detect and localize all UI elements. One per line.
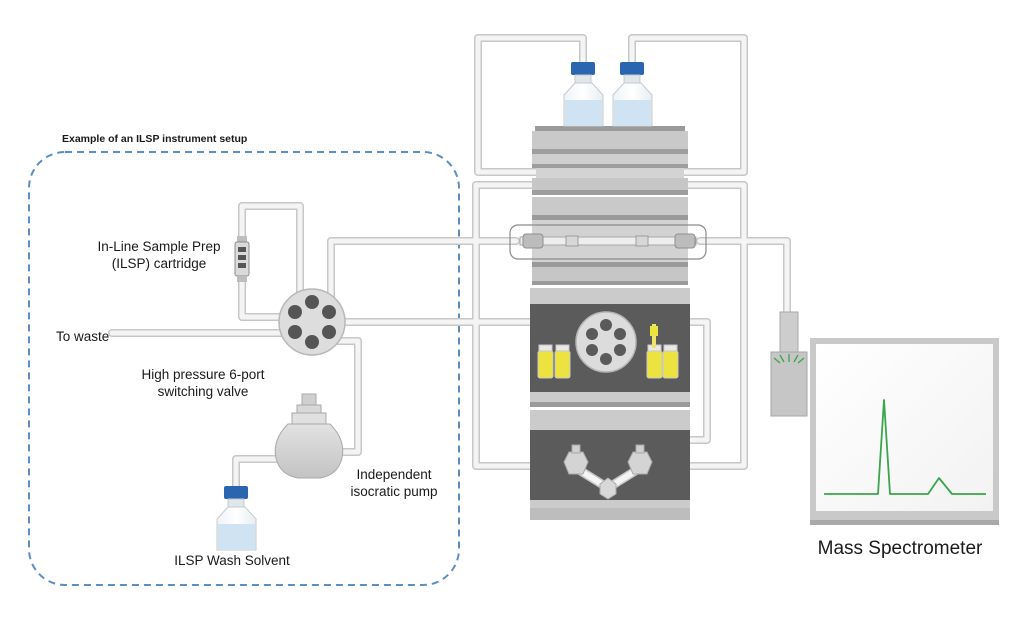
- ilsp-setup-region: [28, 151, 460, 586]
- solvent-bottle-icon: [216, 486, 257, 551]
- tube-wash-to-pump: [232, 455, 281, 494]
- cartridge-label: In-Line Sample Prep (ILSP) cartridge: [97, 239, 221, 271]
- mass-spectrometer-label: Mass Spectrometer: [817, 538, 983, 559]
- sample-vial-icon: [537, 324, 679, 379]
- switching-valve-icon: [278, 288, 346, 356]
- ilsp-cartridge-icon: [234, 236, 250, 282]
- pump-label: Independent isocratic pump: [350, 467, 438, 499]
- column-icon: [509, 224, 707, 260]
- valve-label: High pressure 6-port switching valve: [141, 367, 265, 399]
- wash-solvent-label: ILSP Wash Solvent: [174, 553, 290, 568]
- setup-title: Example of an ILSP instrument setup: [62, 133, 248, 145]
- mass-spectrometer-icon: [770, 311, 999, 525]
- switching-valve-icon: [575, 311, 637, 373]
- check-valve-icon: [563, 444, 653, 500]
- chromatogram-trace: [824, 399, 986, 495]
- tube-valve-to-column: [327, 237, 520, 304]
- isocratic-pump-icon: [274, 393, 344, 479]
- waste-label: To waste: [56, 329, 110, 344]
- solvent-bottle-icon: [563, 62, 653, 127]
